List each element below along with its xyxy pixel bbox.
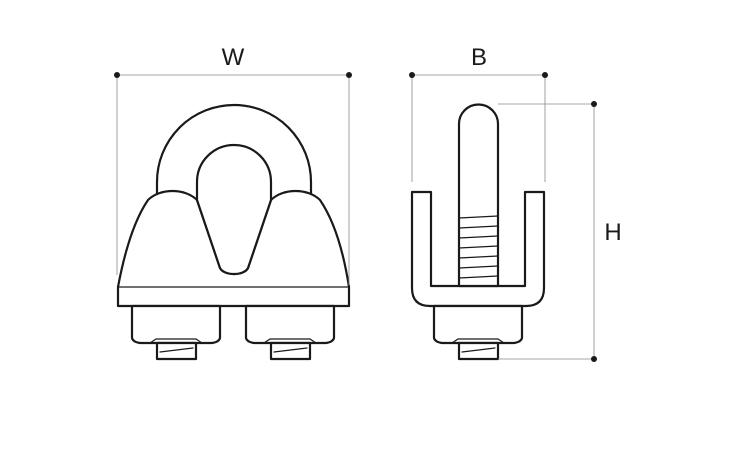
u-bolt-inner [195, 143, 273, 276]
side-nut-washer [451, 338, 505, 344]
left-nut-washer [149, 338, 203, 344]
left-nut [130, 304, 222, 345]
left-bolt-thread [159, 347, 194, 353]
left-bolt-end [155, 341, 198, 361]
side-view [410, 103, 546, 361]
side-saddle [410, 190, 546, 308]
side-bolt-threads [458, 215, 499, 279]
side-bolt-end-thread [461, 347, 496, 353]
side-bolt-shank [457, 103, 500, 288]
dimension-b: B [409, 44, 548, 182]
right-nut [244, 304, 336, 345]
front-view [116, 103, 351, 361]
dimension-b-label: B [471, 44, 487, 71]
right-bolt-end [269, 341, 312, 361]
right-bolt-thread [273, 347, 308, 353]
dimension-w-label: W [222, 44, 245, 71]
side-nut [432, 304, 524, 345]
dimension-w: W [114, 44, 352, 285]
side-bolt-end [457, 341, 500, 361]
dimension-h-label: H [604, 219, 621, 246]
dimension-h: H [498, 101, 622, 362]
right-nut-washer [263, 338, 317, 344]
